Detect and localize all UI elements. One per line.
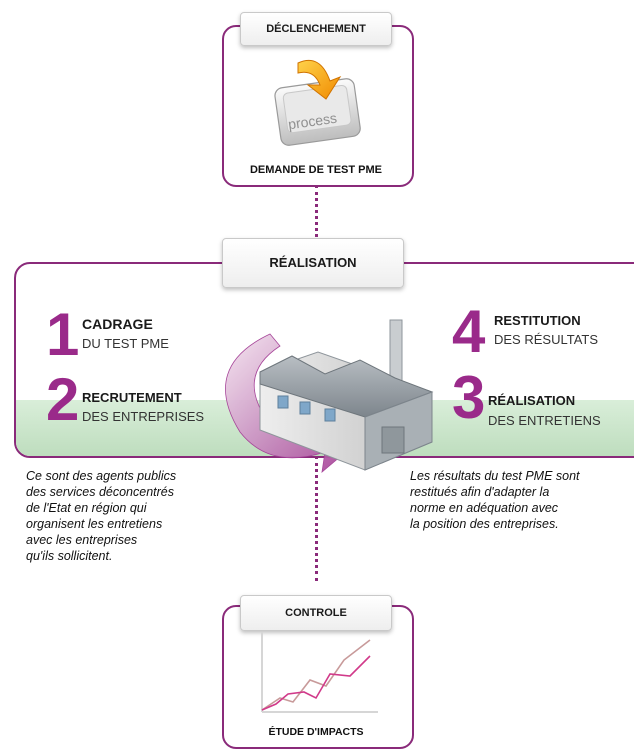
- step-2-title: RECRUTEMENT: [82, 390, 182, 405]
- controle-header-text: CONTROLE: [285, 607, 347, 619]
- declenchement-header-text: DÉCLENCHEMENT: [266, 23, 366, 35]
- realisation-header: RÉALISATION: [222, 238, 404, 288]
- process-icon: [268, 55, 368, 150]
- step-2-subtitle: DES ENTREPRISES: [82, 409, 205, 424]
- factory-illustration: [200, 312, 440, 487]
- declenchement-header: DÉCLENCHEMENT: [240, 12, 392, 46]
- left-note: Ce sont des agents publics des services …: [26, 469, 177, 563]
- step-4-number: 4: [452, 298, 486, 365]
- step-1-number: 1: [46, 301, 80, 368]
- step-3-title: RÉALISATION: [488, 393, 576, 408]
- step-1-title: CADRAGE: [82, 316, 153, 332]
- controle-caption: ÉTUDE D'IMPACTS: [268, 726, 364, 738]
- step-4-subtitle: DES RÉSULTATS: [494, 332, 599, 347]
- step-3-number: 3: [452, 364, 486, 431]
- declenchement-caption: DEMANDE DE TEST PME: [249, 164, 382, 176]
- step-4-title: RESTITUTION: [494, 313, 581, 328]
- step-1-subtitle: DU TEST PME: [82, 336, 169, 351]
- connector-top: [315, 185, 318, 237]
- step-2-number: 2: [46, 366, 80, 433]
- impact-chart-icon: [258, 632, 378, 714]
- step-3-subtitle: DES ENTRETIENS: [488, 413, 601, 428]
- realisation-header-text: RÉALISATION: [269, 255, 357, 270]
- connector-bottom: [315, 456, 318, 581]
- controle-header: CONTROLE: [240, 595, 392, 631]
- right-note: Les résultats du test PME sont restitués…: [410, 469, 580, 531]
